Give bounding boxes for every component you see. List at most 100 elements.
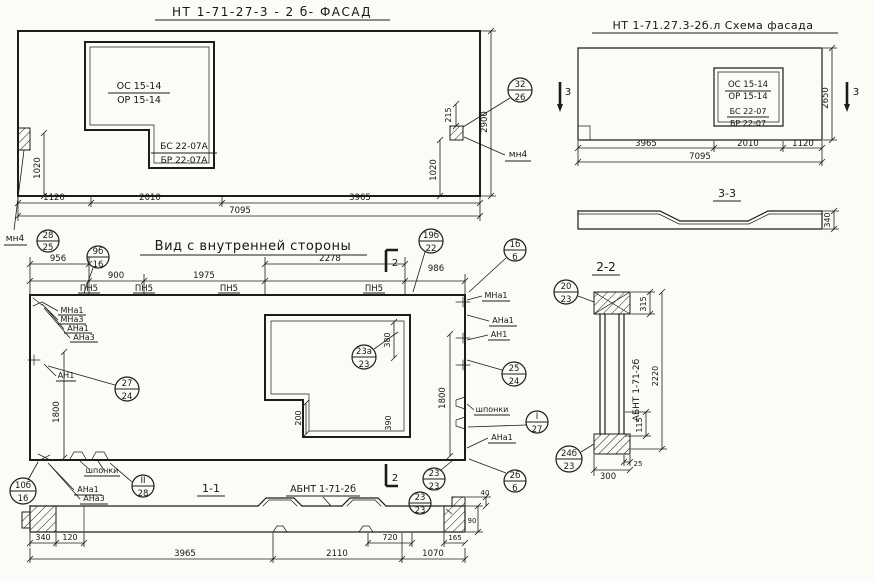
label-ana1-bottom: АНа1 bbox=[77, 485, 98, 494]
dim-label-2010: 2010 bbox=[737, 139, 759, 149]
dim-label-1975: 1975 bbox=[193, 271, 215, 281]
scheme-bottom-dim1 bbox=[574, 144, 826, 152]
dim-label-1800-right: 1800 bbox=[438, 387, 448, 409]
callout-bottom: 27 bbox=[532, 425, 543, 435]
callout-bottom: б bbox=[512, 484, 517, 494]
dim-label-165: 165 bbox=[448, 534, 461, 542]
callout-bottom: 25 bbox=[43, 243, 54, 253]
scheme-window-br: БР 22-07 bbox=[730, 119, 766, 128]
callout-27-24: 27 24 bbox=[47, 365, 140, 402]
section-3-3-dim-340-ext bbox=[823, 210, 839, 230]
scheme-window-outer bbox=[713, 67, 784, 127]
facade-mn4-right-leader bbox=[463, 136, 506, 156]
dim-label-2900: 2900 bbox=[480, 111, 490, 133]
facade-dim-1020-left bbox=[40, 129, 48, 200]
dim-label-3965: 3965 bbox=[174, 549, 196, 559]
dim-label-200: 200 bbox=[294, 410, 303, 425]
inner-corner-anchor bbox=[37, 453, 51, 462]
dim-label-90: 90 bbox=[468, 517, 477, 525]
callout-bottom: б bbox=[512, 253, 517, 263]
callout-24b-23: 24б 23 bbox=[555, 443, 595, 473]
dim-label-390: 390 bbox=[384, 415, 393, 430]
facade-window-os: ОС 15-14 bbox=[117, 81, 162, 92]
callout-28-25: 28 25 bbox=[36, 229, 60, 253]
s11-row2-ext bbox=[29, 533, 466, 563]
callout-top: 23 bbox=[429, 469, 440, 479]
facade-panel-outline bbox=[17, 30, 481, 197]
inner-right-keys bbox=[455, 396, 466, 430]
facade-window-or: ОР 15-14 bbox=[117, 95, 161, 106]
inner-dim-2278 bbox=[261, 260, 409, 268]
section-1-1: 1-1 АБНТ 1-71-2б 23 23 23 23 340 120 720… bbox=[21, 460, 491, 563]
callout-top: 10б bbox=[15, 481, 31, 491]
leader bbox=[466, 437, 489, 449]
callout-10b-16: 10б 16 bbox=[9, 461, 39, 505]
facade-mn4-left: мн4 bbox=[6, 234, 25, 244]
dim-label-25: 25 bbox=[634, 460, 643, 468]
pn5-label: ПН5 bbox=[365, 284, 383, 294]
section-3-3-title: 3-3 bbox=[718, 187, 736, 200]
section-3-3-profile-bottom bbox=[577, 210, 823, 230]
leader bbox=[79, 460, 105, 471]
inner-left-anchors bbox=[32, 297, 71, 339]
callout-bottom: 23 bbox=[564, 462, 575, 472]
strip-left-lug bbox=[21, 511, 31, 529]
strip-bottom bbox=[29, 505, 466, 533]
dim-label-720: 720 bbox=[382, 533, 397, 542]
scheme-panel-step bbox=[577, 125, 591, 141]
label-an1-right: АН1 bbox=[491, 330, 508, 339]
scheme-panel-outline bbox=[577, 47, 823, 141]
facade-left-leader bbox=[13, 149, 25, 231]
strip-bump1 bbox=[257, 497, 303, 507]
s22-top-cross bbox=[593, 291, 631, 315]
leader bbox=[466, 403, 475, 411]
callout-bottom: 23 bbox=[359, 360, 370, 370]
dim-label-1020-left: 1020 bbox=[33, 157, 43, 179]
callout-top: 23 bbox=[415, 493, 426, 503]
dim-label-315: 315 bbox=[639, 296, 648, 311]
s22-shaft bbox=[599, 313, 625, 435]
section-1-1-label-leader bbox=[322, 496, 332, 507]
s22-dim-25 bbox=[620, 455, 634, 466]
inner-an1-left: АН1 bbox=[27, 354, 76, 382]
dim-label-2220: 2220 bbox=[651, 366, 660, 386]
section-1-1-label: АБНТ 1-71-2б bbox=[290, 484, 356, 495]
label-ana1-right-lower: АНа1 bbox=[491, 433, 512, 442]
scheme-bottom-ext bbox=[577, 141, 823, 166]
callout-bottom: 23 bbox=[415, 506, 426, 516]
facade-bottom-dim2 bbox=[14, 212, 484, 220]
dim-label-120: 120 bbox=[62, 533, 77, 542]
facade-dim-215 bbox=[452, 100, 460, 130]
dim-label-300: 300 bbox=[600, 472, 616, 482]
section-3-3-dim-340 bbox=[830, 207, 838, 233]
inner-dim-chain bbox=[26, 277, 469, 285]
callout-32-26: 32 26 bbox=[507, 77, 533, 103]
cut-mark-label: 3 bbox=[853, 87, 859, 98]
scheme-window-or: ОР 15-14 bbox=[728, 92, 767, 102]
inner-dim-1800-left bbox=[60, 348, 68, 462]
dim-label-3965: 3965 bbox=[635, 139, 657, 149]
label-mna1-right: МНа1 bbox=[485, 291, 508, 300]
facade-right-leader bbox=[462, 97, 511, 128]
cut-mark-3-left: 3 bbox=[557, 82, 571, 112]
leader bbox=[466, 295, 483, 301]
s11-dim-90 bbox=[466, 502, 483, 536]
dim-label-1020-right: 1020 bbox=[429, 159, 439, 181]
dim-label-1800-left: 1800 bbox=[52, 401, 62, 423]
scheme-dim-2650 bbox=[828, 44, 836, 144]
dim-label-40: 40 bbox=[481, 489, 490, 497]
s22-label: АБНТ 1-71-2б bbox=[632, 358, 642, 421]
label-ana3: АНа3 bbox=[73, 333, 94, 342]
section-1-1-title: 1-1 bbox=[202, 482, 220, 495]
inner-panel-outline bbox=[29, 294, 466, 461]
dim-label-900: 900 bbox=[108, 271, 124, 281]
s22-bottom-block bbox=[593, 433, 631, 455]
facade-mn4-right: мн4 bbox=[509, 150, 528, 160]
dim-label-3965: 3965 bbox=[349, 193, 371, 203]
s11-dim-720 bbox=[364, 539, 416, 547]
inner-dim-200 bbox=[302, 399, 310, 438]
leader bbox=[466, 314, 490, 322]
scheme-dim-2650-ext bbox=[823, 47, 837, 141]
